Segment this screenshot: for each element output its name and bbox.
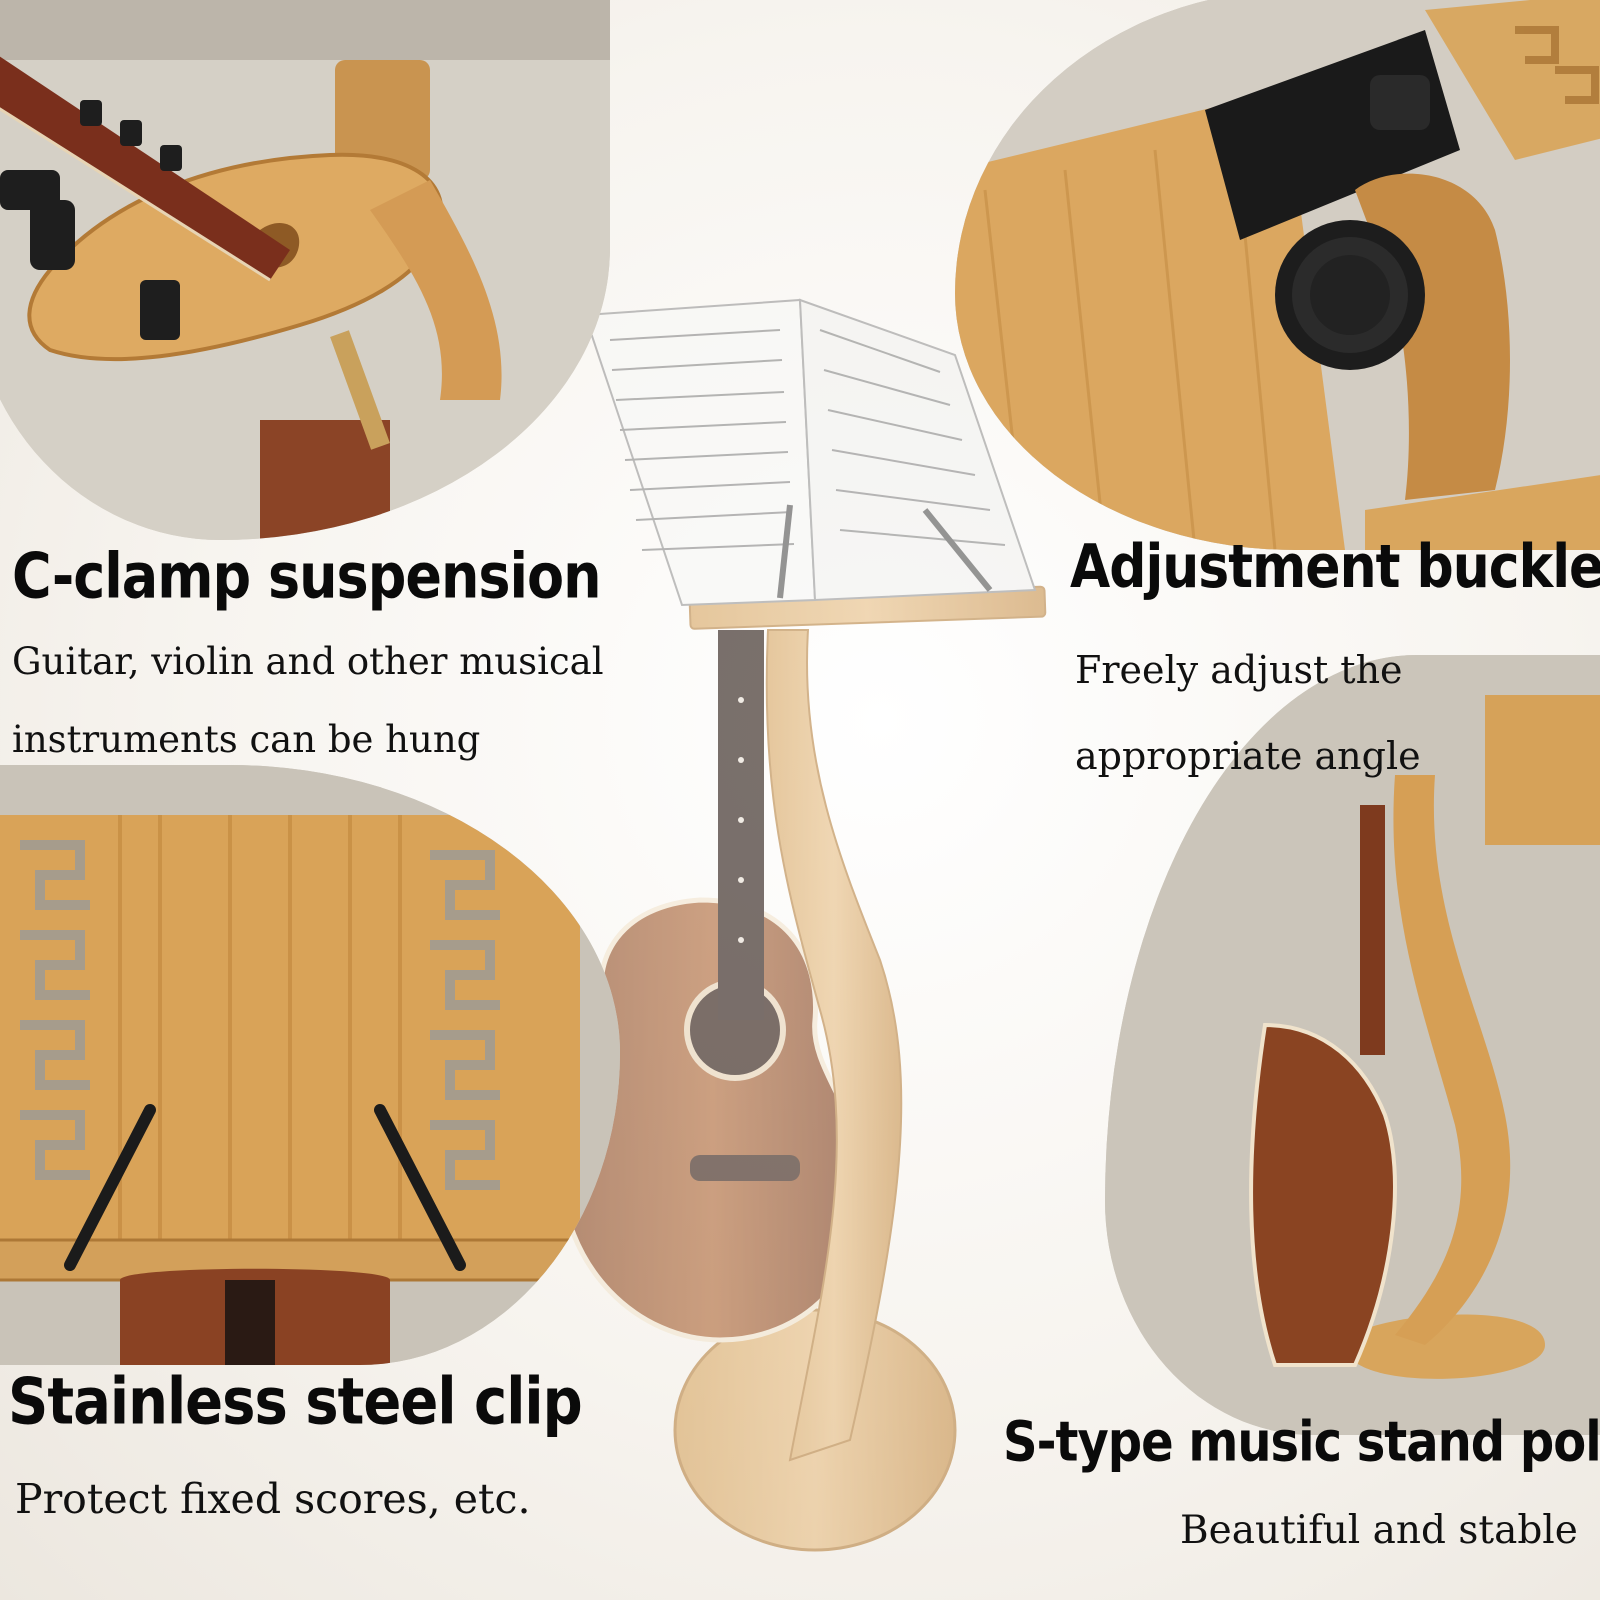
c-clamp-desc-line1: Guitar, violin and other musical — [12, 640, 604, 683]
c-clamp-desc-line2: instruments can be hung — [12, 718, 481, 761]
open-book — [583, 298, 1037, 607]
adjustment-buckle-heading: Adjustment buckle — [1070, 533, 1600, 602]
steel-clip-photo — [0, 765, 620, 1365]
adjustment-buckle-desc-line2: appropriate angle — [1075, 734, 1421, 778]
s-type-pole — [765, 629, 903, 1462]
adjustment-buckle-desc-line1: Freely adjust the — [1075, 648, 1403, 692]
s-type-pole-desc: Beautiful and stable — [1180, 1508, 1578, 1553]
guitar — [557, 630, 868, 1343]
s-type-pole-heading: S-type music stand pole — [1003, 1410, 1600, 1475]
c-clamp-heading: C-clamp suspension — [12, 540, 602, 613]
c-clamp-photo — [0, 0, 610, 540]
steel-clip-heading: Stainless steel clip — [8, 1365, 583, 1440]
adjustment-buckle-photo — [955, 0, 1600, 550]
s-type-pole-photo — [1105, 655, 1600, 1435]
steel-clip-desc: Protect fixed scores, etc. — [15, 1475, 531, 1523]
